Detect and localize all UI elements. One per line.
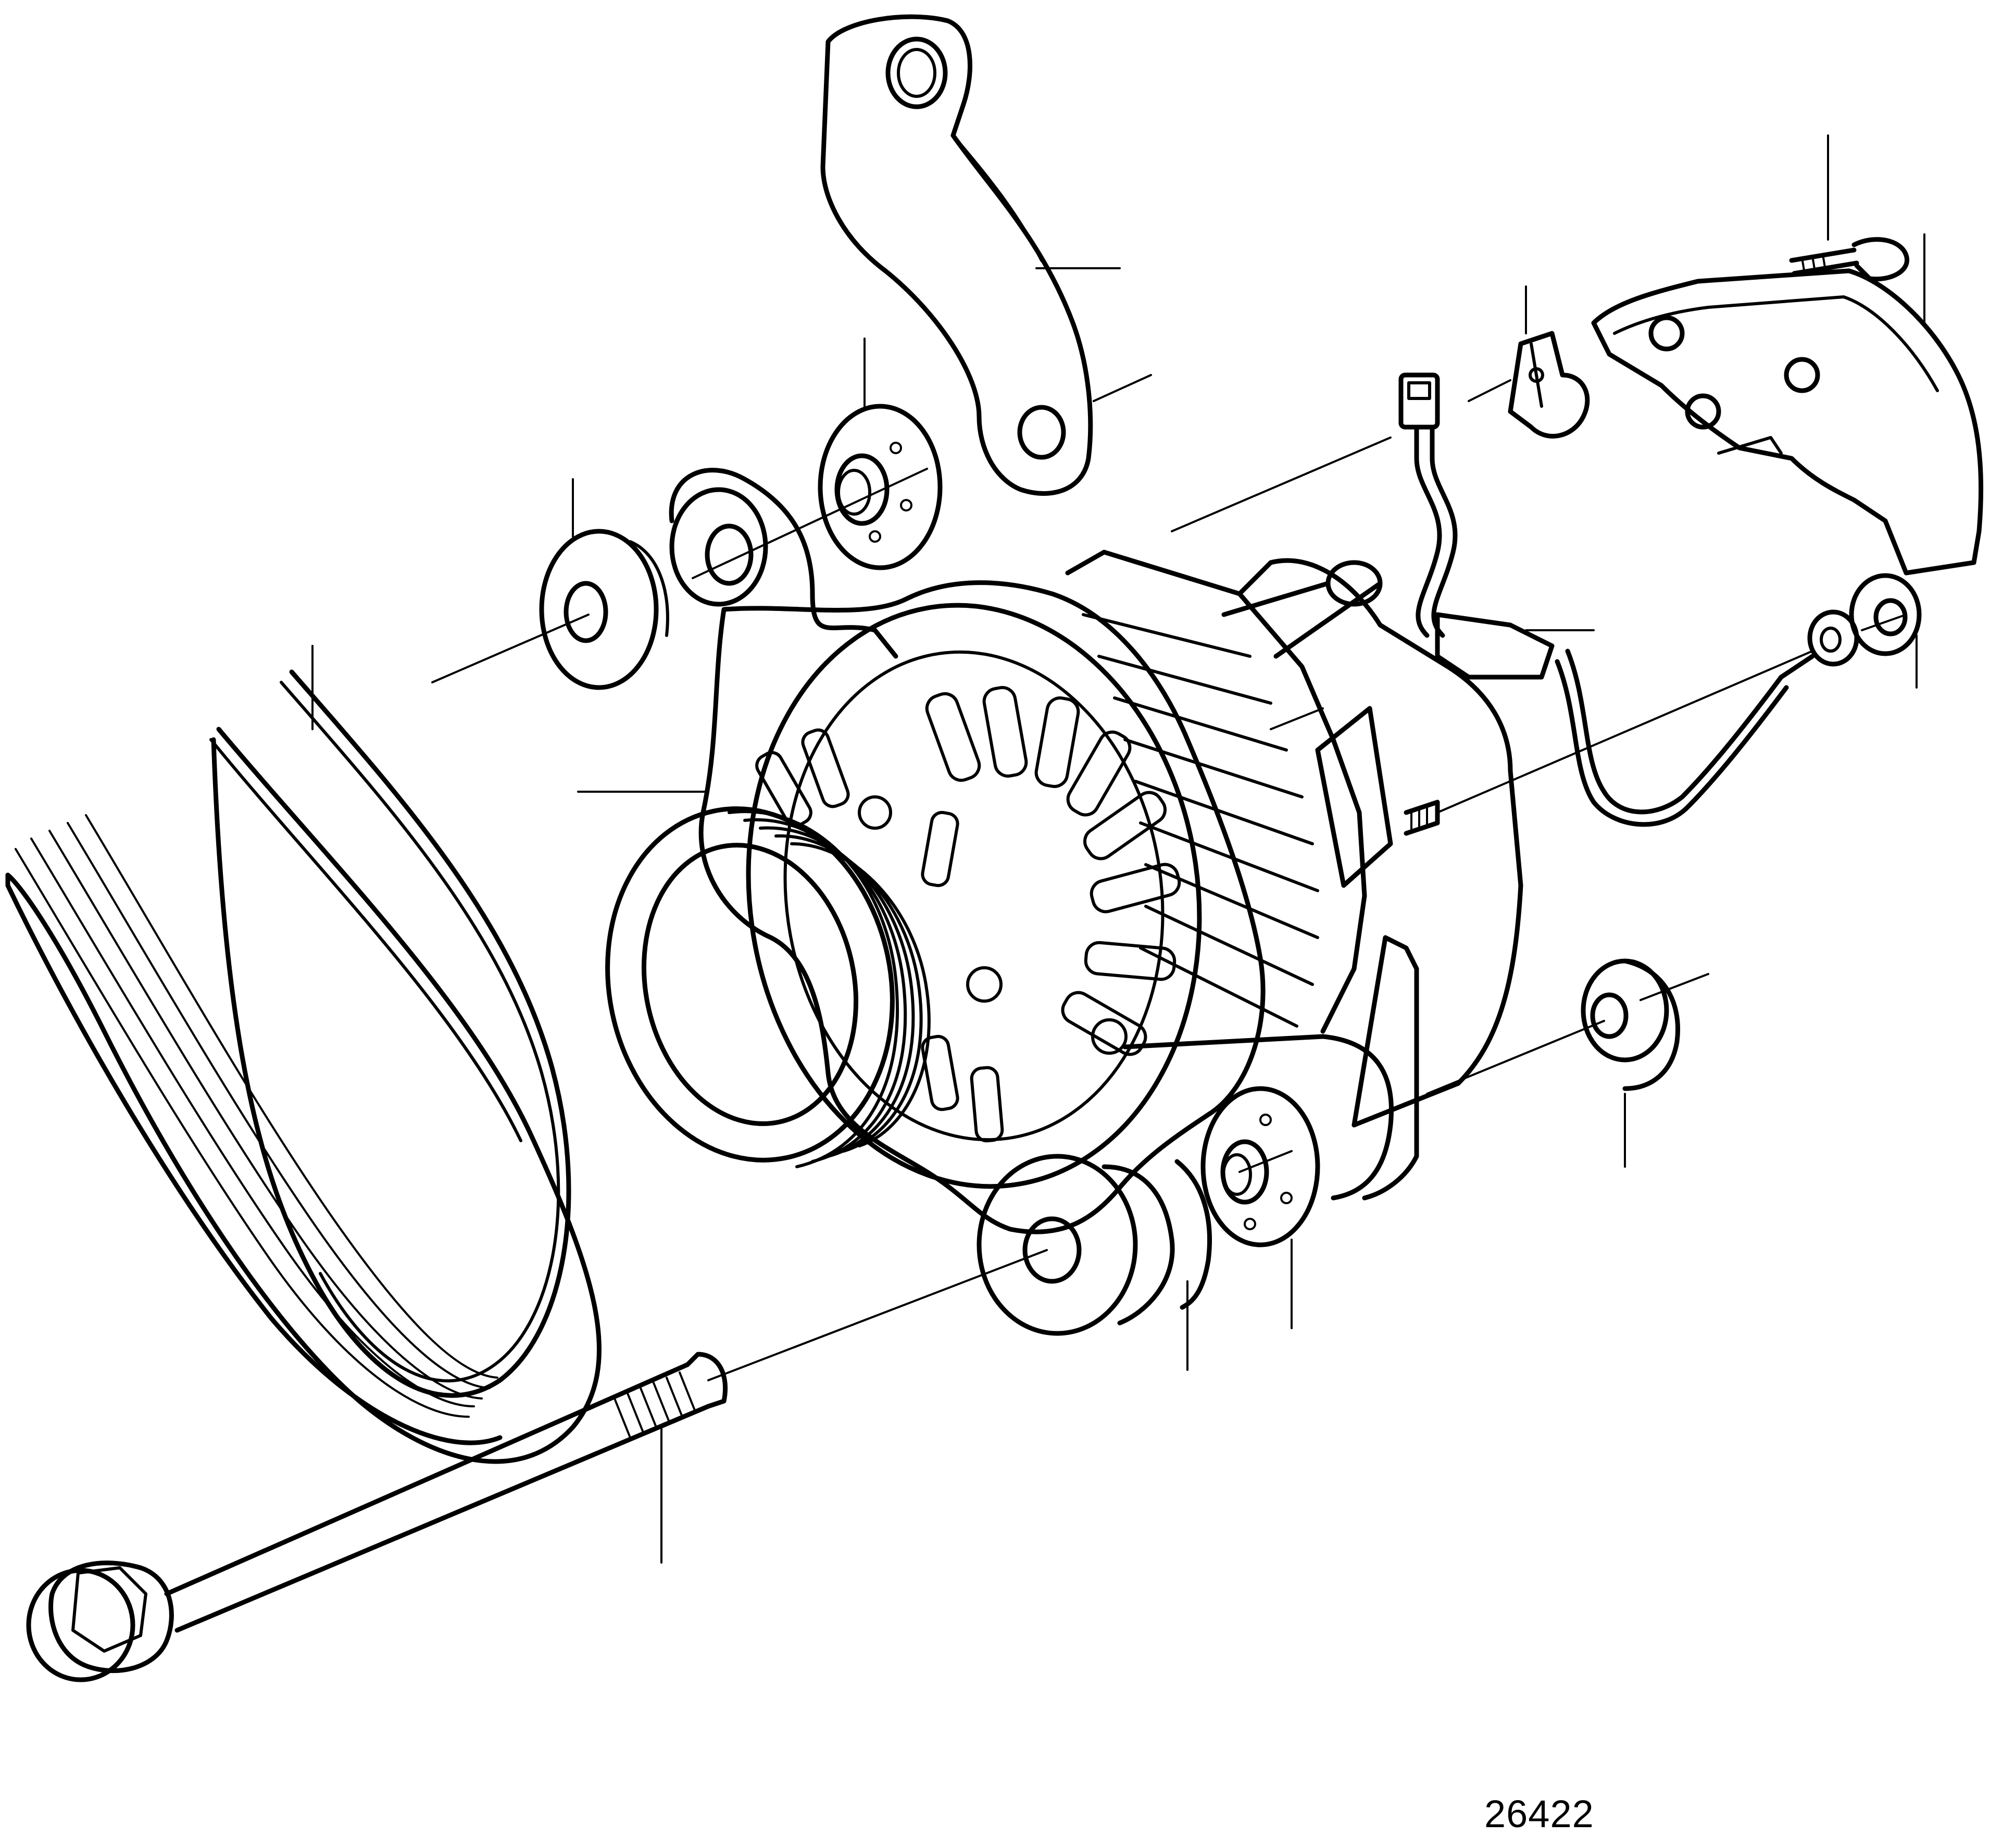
cover	[1591, 268, 1984, 576]
figure-number: 26422	[1484, 1792, 1594, 1835]
long-bolt	[26, 1352, 728, 1682]
lower-mount	[977, 935, 1419, 1336]
terminal-stud	[1404, 800, 1440, 836]
screw	[1789, 237, 1910, 282]
cable-harness	[1398, 372, 1922, 827]
washer	[539, 529, 669, 690]
upper-bracket	[820, 14, 1093, 496]
bolt-thread	[614, 1371, 696, 1439]
upper-spacer	[818, 404, 943, 570]
lower-spacer	[1200, 1086, 1320, 1247]
poly-v-belt	[5, 669, 602, 1464]
alternator-pulley	[605, 806, 931, 1168]
cable-clip	[1508, 331, 1590, 439]
leader-lines	[311, 134, 1925, 1564]
flange-nut	[1581, 958, 1680, 1091]
alternator	[669, 468, 1523, 1234]
fan-slots	[755, 686, 1181, 1143]
